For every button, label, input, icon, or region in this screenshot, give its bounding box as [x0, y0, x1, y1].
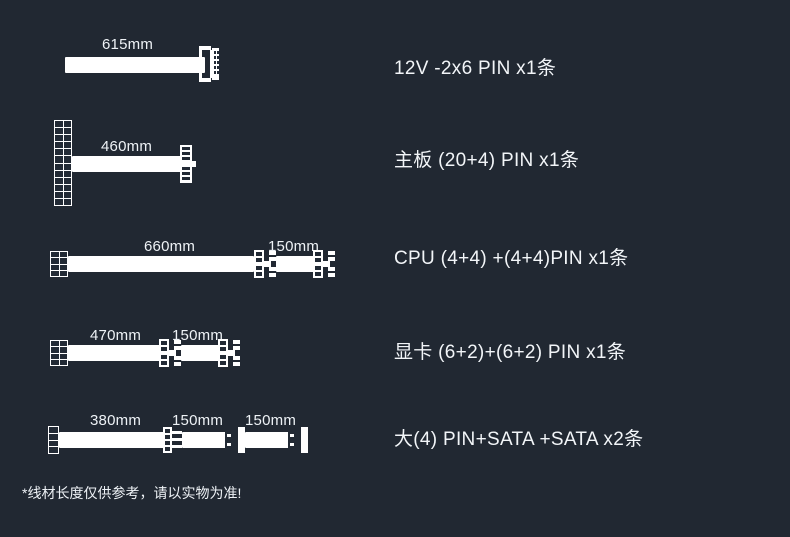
pcie-6plus2-plug-icon-b — [218, 339, 240, 367]
dimension-label-row5-seg1: 380mm — [90, 412, 142, 429]
cable-body-row1 — [65, 57, 205, 73]
cable-description-row1: 12V -2x6 PIN x1条 — [394, 58, 557, 79]
cable-body-row4-seg1 — [68, 345, 160, 361]
cable-body-row5-seg3 — [245, 432, 290, 448]
cable-description-row5: 大(4) PIN+SATA +SATA x2条 — [394, 429, 644, 450]
psu-side-plug-icon — [180, 145, 196, 183]
psu-8pin-grid-icon-row4 — [50, 340, 68, 366]
cable-body-row3-seg2 — [276, 256, 315, 272]
sata-plug-icon-a — [225, 427, 245, 453]
atx-24pin-grid-icon — [54, 120, 72, 206]
cable-body-row5-seg2 — [182, 432, 226, 448]
eps-4plus4-plug-icon-b — [313, 250, 335, 278]
dimension-label-row4-seg2: 150mm — [172, 327, 224, 344]
dimension-label-row5-seg3: 150mm — [245, 412, 297, 429]
psu-8pin-grid-icon-row3 — [50, 251, 68, 277]
cable-description-row4: 显卡 (6+2)+(6+2) PIN x1条 — [394, 342, 627, 363]
cable-body-row5-seg1 — [59, 432, 164, 448]
dimension-label-row5-seg2: 150mm — [172, 412, 224, 429]
dimension-label-row3-seg2: 150mm — [268, 238, 320, 255]
dimension-label-row3-seg1: 660mm — [144, 238, 196, 255]
cable-description-row2: 主板 (20+4) PIN x1条 — [394, 150, 580, 171]
cable-description-row3: CPU (4+4) +(4+4)PIN x1条 — [394, 248, 629, 269]
cable-body-row3-seg1 — [68, 256, 254, 272]
eps-4plus4-plug-icon-a — [254, 250, 276, 278]
dimension-label-row1-seg1: 615mm — [102, 36, 154, 53]
psu-4pin-grid-icon — [48, 426, 59, 454]
pcie-6plus2-plug-icon-a — [159, 339, 181, 367]
cable-body-row4-seg2 — [181, 345, 220, 361]
dimension-label-row4-seg1: 470mm — [90, 327, 142, 344]
molex-4pin-plug-icon — [163, 427, 182, 453]
cable-body-row2 — [72, 156, 182, 172]
footnote-disclaimer: *线材长度仅供参考，请以实物为准! — [22, 485, 242, 501]
dimension-label-row2-seg1: 460mm — [101, 138, 153, 155]
12vhpwr-plug-icon — [199, 46, 219, 82]
sata-plug-icon-b — [288, 427, 308, 453]
